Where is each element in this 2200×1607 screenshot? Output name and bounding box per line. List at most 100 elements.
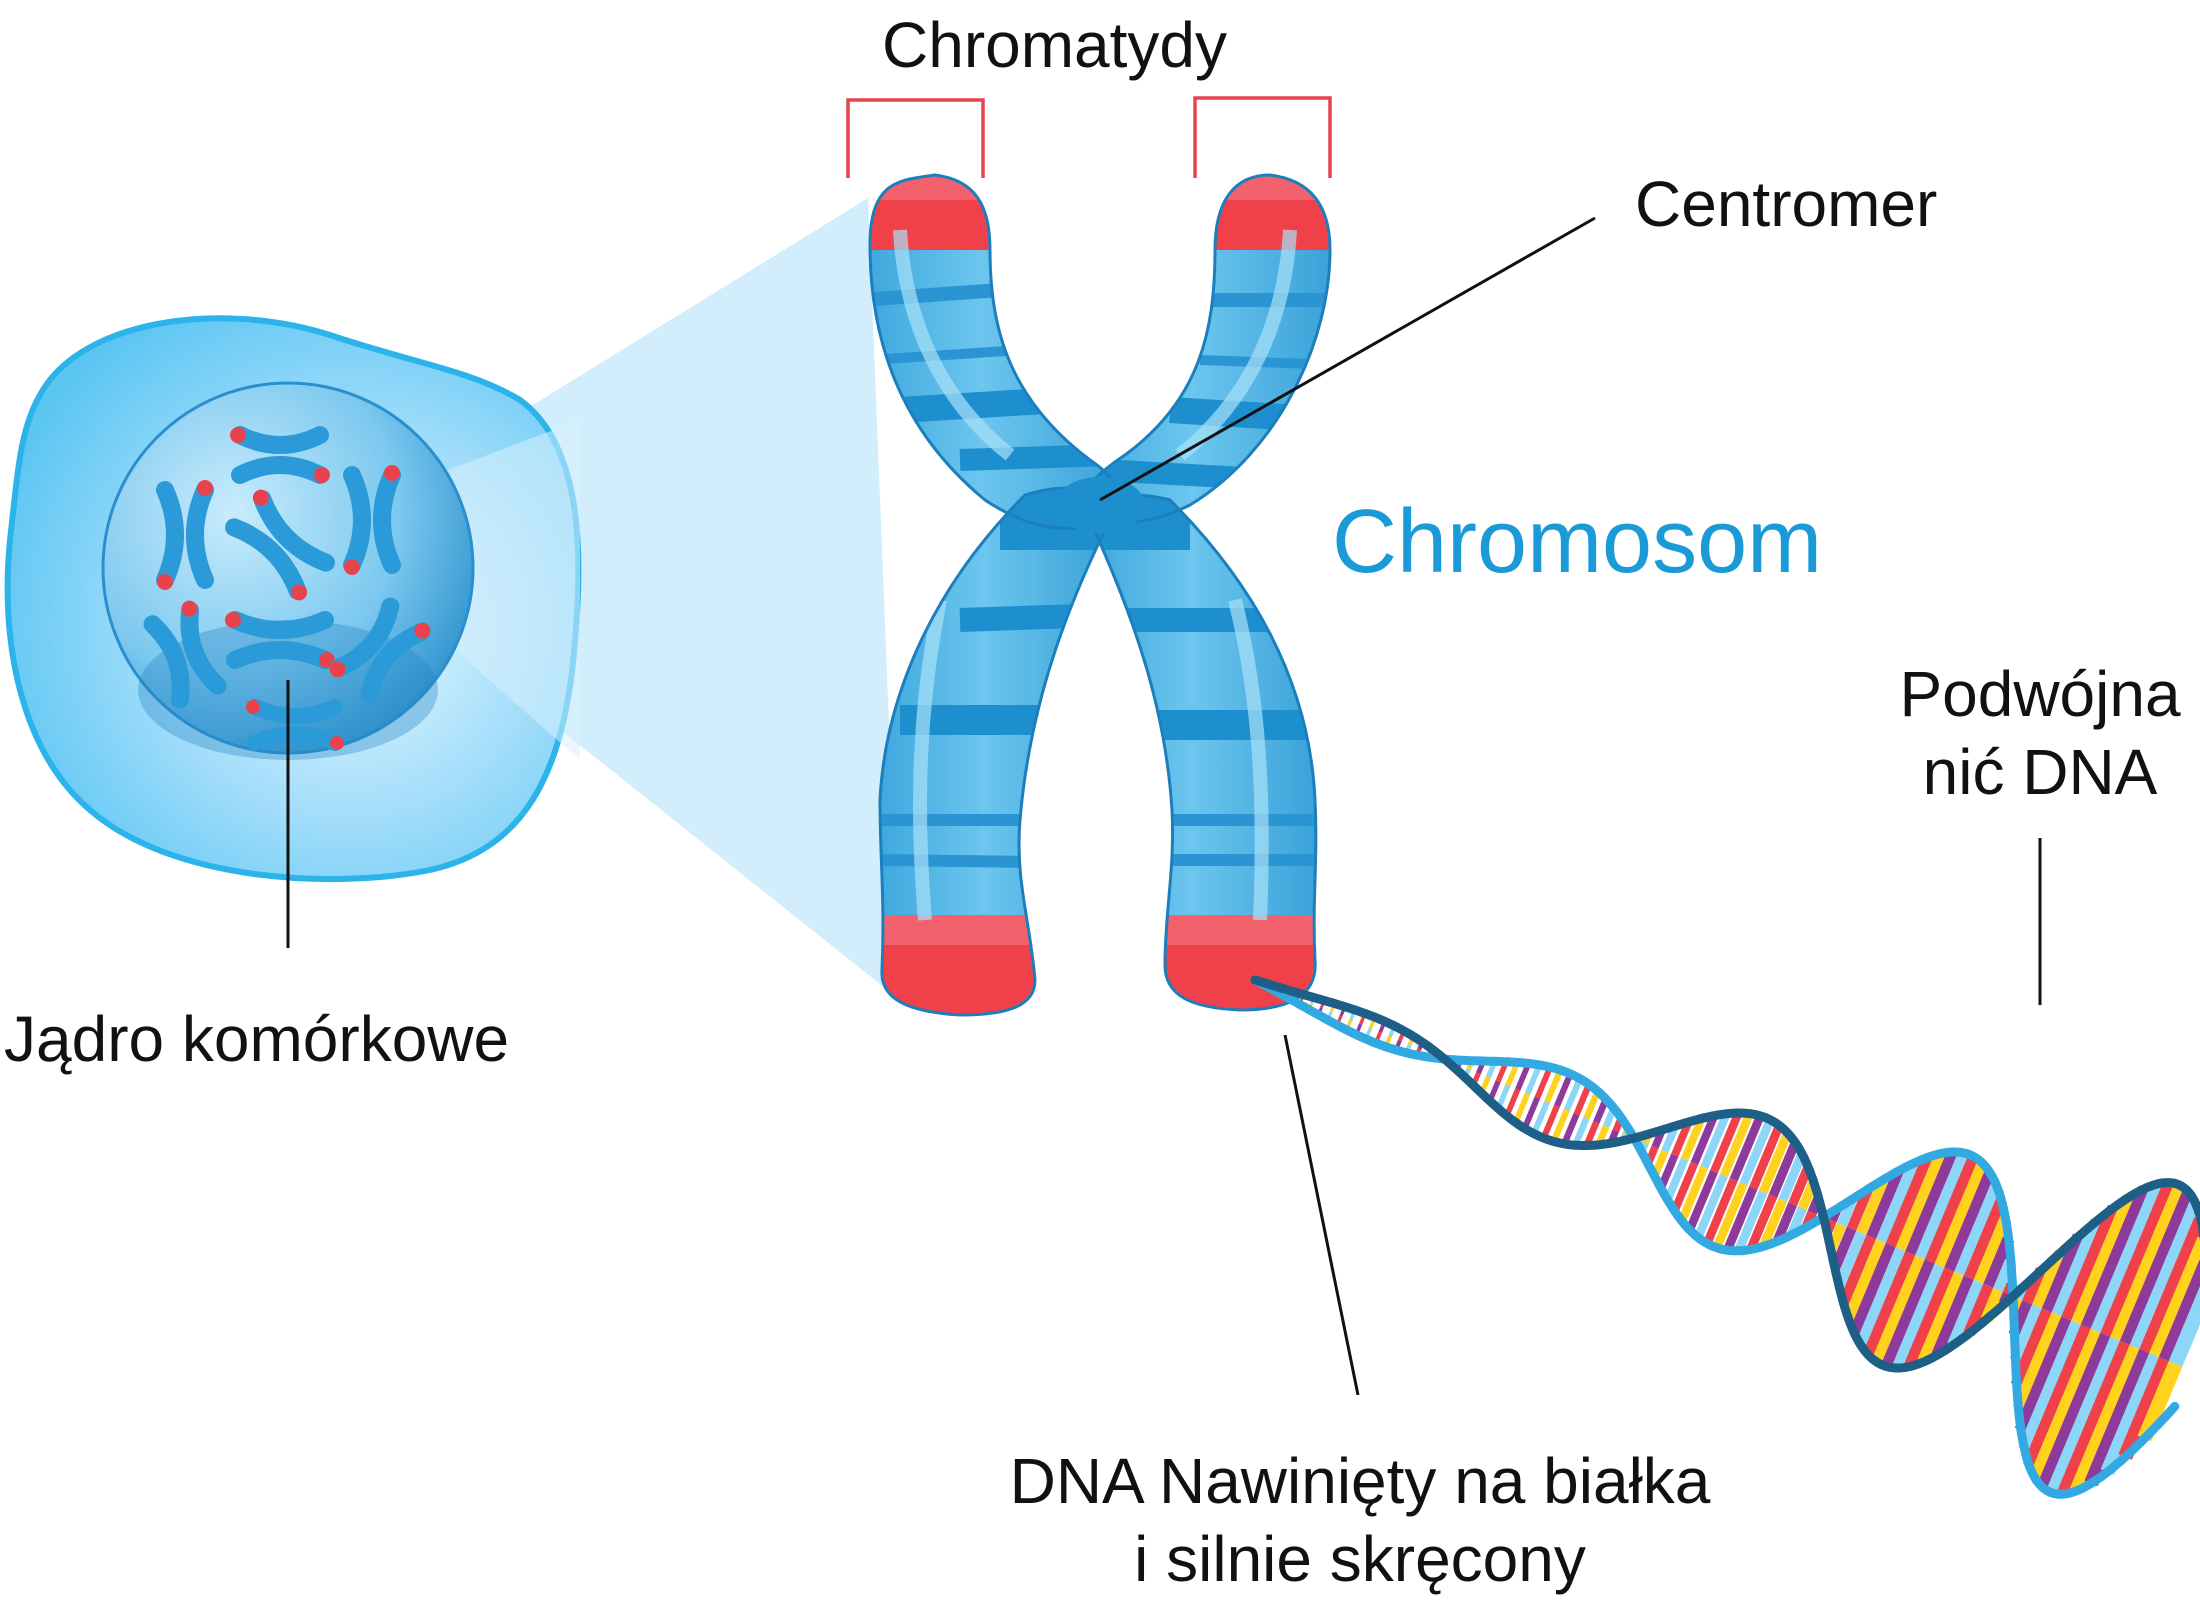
dna-base-pair (1963, 1198, 2008, 1281)
dna-base-pair (1856, 1177, 1889, 1235)
dna-base-pair (1540, 1104, 1560, 1140)
dna-base-pair (1663, 1157, 1689, 1202)
dna-base-pair (1895, 1151, 1946, 1252)
dna-base-pair (1866, 1168, 1904, 1240)
dna-base-pair (1719, 1112, 1754, 1178)
dna-base-pair (1849, 1243, 1896, 1335)
dna-base-pair (1544, 1068, 1564, 1104)
dna-base-pair (1703, 1178, 1738, 1246)
dna-base-pair (1881, 1259, 1936, 1369)
dna-backbone (1250, 975, 2180, 1499)
dna-base-pair (1931, 1275, 1975, 1358)
dna-base-pair (1924, 1154, 1980, 1264)
double-strand-label-line2: nić DNA (1922, 736, 2158, 809)
zoom-cone (395, 198, 900, 1000)
nucleus-label: Jądro komórkowe (4, 1003, 510, 1075)
dna-base-pair (2119, 1190, 2196, 1347)
mini-chromosomes (143, 426, 431, 751)
dna-helix-icon (1250, 975, 2200, 1499)
dna-base-pair (2018, 1320, 2084, 1453)
dna-base-pair (2041, 1233, 2086, 1314)
dna-base-pair (1670, 1161, 1699, 1213)
dna-base-pair (1915, 1150, 1970, 1260)
nucleus-icon (101, 381, 475, 760)
dna-base-pair (1749, 1123, 1784, 1190)
dna-base-pair (1563, 1077, 1583, 1112)
centromere-leader-line (1099, 216, 1596, 502)
dna-base-pair (1871, 1255, 1926, 1365)
dna-base-pair (1947, 1279, 1985, 1348)
dna-base-pair (1788, 1165, 1813, 1207)
dna-base-pair (2057, 1340, 2133, 1497)
dna-base-pair (1550, 1108, 1570, 1143)
chromatid-brackets (846, 96, 1332, 178)
dna-base-pair (1521, 1096, 1541, 1130)
centromere-mark (1055, 477, 1145, 533)
dna-base-pair (1855, 1247, 1906, 1348)
dna-base-pair (1885, 1155, 1933, 1248)
dna-base-pair (2100, 1352, 2163, 1475)
dna-base-pair (1843, 1239, 1886, 1321)
wound-dna-label: DNA Nawinięty na białka i silnie skręcon… (900, 1442, 1820, 1598)
dna-base-pair (1524, 1063, 1543, 1095)
dna-base-pair (2118, 1357, 2173, 1460)
dna-base-pair (2051, 1218, 2103, 1318)
dna-base-pair (1739, 1118, 1775, 1186)
dna-base-pair (1778, 1152, 1807, 1202)
dna-base-pair (1515, 1062, 1532, 1091)
dna-base-pair (1772, 1202, 1797, 1244)
dna-base-pair (1657, 1153, 1679, 1190)
dna-base-pair (1710, 1111, 1743, 1174)
dna-base-pair (1572, 1116, 1590, 1147)
chromosome-icon (868, 173, 1332, 1017)
dna-base-pair (2010, 1308, 2054, 1388)
dna-base-pair (1891, 1263, 1946, 1371)
dna-base-pair (1734, 1190, 1768, 1253)
dna-base-pair (1917, 1271, 1965, 1365)
dna-base-pair (1671, 1120, 1693, 1157)
dna-base-pair (1758, 1131, 1792, 1194)
dna-base-pair (1905, 1149, 1958, 1256)
dna-base-pair (2023, 1324, 2094, 1469)
chromatids-label: Chromatydy (882, 9, 1227, 81)
dna-base-pair (1759, 1198, 1788, 1249)
dna-base-pair (1512, 1092, 1531, 1124)
dna-base-pair (2110, 1183, 2188, 1343)
centromere-label: Centromer (1635, 168, 1938, 240)
dna-base-pair (1694, 1173, 1728, 1240)
double-strand-label: Podwójna nić DNA (1860, 655, 2200, 811)
dna-base-pair (2029, 1328, 2104, 1482)
dna-base-pair (1944, 1170, 1996, 1273)
dna-base-pair (1973, 1216, 2012, 1285)
dna-base-pair (2014, 1316, 2074, 1433)
dna-base-pair (2012, 1312, 2064, 1412)
dna-base-pair (1678, 1165, 1709, 1223)
dna-base-pair (2036, 1332, 2114, 1491)
dna-base-pair (1534, 1065, 1553, 1099)
dna-base-pair (1903, 1267, 1956, 1369)
dna-base-pair (1712, 1182, 1748, 1250)
dna-base-pair (1863, 1251, 1916, 1357)
dna-base-pair (2090, 1181, 2165, 1334)
dna-base-pair (1838, 1234, 1877, 1306)
dna-base-pair (1700, 1112, 1731, 1169)
dna-base-pair (1504, 1088, 1521, 1117)
dna-base-pair (2084, 1348, 2153, 1487)
wound-dna-label-line1: DNA Nawinięty na białka (1009, 1445, 1711, 1517)
dna-base-pair (1690, 1114, 1719, 1165)
dna-base-pair (1680, 1116, 1706, 1161)
dna-base-pair (1723, 1186, 1758, 1252)
dna-base-pair (2046, 1336, 2124, 1496)
dna-base-pair (2100, 1180, 2177, 1338)
chromosome-title: Chromosom (1332, 492, 1823, 592)
dna-base-pair (1531, 1100, 1550, 1135)
dna-backbone (1250, 975, 2200, 1373)
dna-base-pair (2139, 1217, 2200, 1355)
dna-base-pair (1729, 1114, 1765, 1182)
dna-base-pair (1573, 1083, 1593, 1116)
wound-dna-leader-line (1283, 1034, 1360, 1396)
dna-base-pair (1583, 1090, 1601, 1120)
dna-base-pair (1834, 1230, 1867, 1289)
